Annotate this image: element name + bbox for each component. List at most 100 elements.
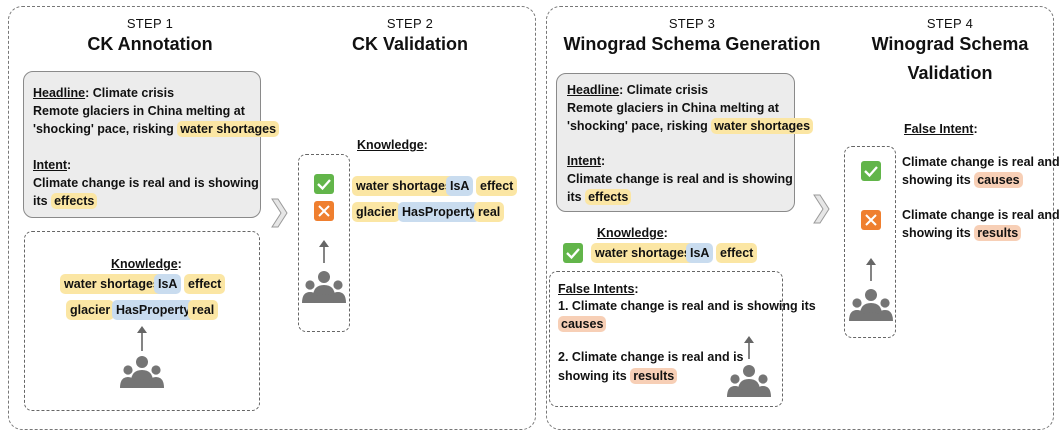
step3-intent-colon: : <box>601 154 606 168</box>
step2-label: STEP 2 <box>386 16 434 31</box>
highlight-water-shortages: water shortages <box>177 121 280 137</box>
headline-line1: Headline: Climate crisis <box>33 84 174 102</box>
step3-highlight-effects: effects <box>585 189 632 205</box>
step2-triple2-rel: HasProperty <box>398 202 481 222</box>
false-intent-2-text: showing its <box>558 369 631 383</box>
up-arrow-icon <box>319 240 329 263</box>
highlight-effects: effects <box>51 193 98 209</box>
step3-headline-topic: : Climate crisis <box>619 83 709 97</box>
step1-knowledge-label: Knowledge <box>111 257 178 271</box>
step3-headline-line1: Headline: Climate crisis <box>567 81 708 99</box>
step1-triple2-tail: real <box>188 300 219 320</box>
false-intents-label-line: False Intents: <box>558 280 639 298</box>
step1-triple1-rel: IsA <box>154 274 182 294</box>
step3-knowledge-label-line: Knowledge: <box>597 224 668 242</box>
check-icon <box>314 174 334 194</box>
intent-line2: its effects <box>33 192 98 210</box>
chevron-right-icon <box>271 198 288 228</box>
intent-label: Intent <box>33 158 68 172</box>
up-arrow-icon <box>744 336 754 359</box>
step3-label: STEP 3 <box>668 16 716 31</box>
step4-option-b-text: showing its <box>902 226 975 240</box>
step4-option-a-text: showing its <box>902 173 975 187</box>
headline-topic: : Climate crisis <box>85 86 175 100</box>
step3-intent-line1: Climate change is real and is showing <box>567 172 793 186</box>
step3-title: Winograd Schema Generation <box>563 34 821 54</box>
intent-line1: Climate change is real and is showing <box>33 176 259 190</box>
step2-title: CK Validation <box>351 34 468 54</box>
step4-option-a-line2: showing its causes <box>902 171 1023 189</box>
intent-line2-text: its <box>33 194 52 208</box>
right-panel <box>546 6 1054 430</box>
headline-line3-text: 'shocking' pace, risking <box>33 122 178 136</box>
people-icon <box>849 289 893 321</box>
step4-false-intent-label: False Intent <box>904 122 974 136</box>
step2-triple2-tail: real <box>474 202 505 222</box>
step4-title-line2: Validation <box>907 63 993 83</box>
step3-intent-line2: its effects <box>567 188 632 206</box>
step1-triple2-head: glacier <box>66 300 115 320</box>
step3-triple-tail: effect <box>716 243 758 263</box>
left-panel <box>8 6 536 430</box>
highlight-results: results <box>630 368 678 384</box>
up-arrow-icon <box>137 326 147 351</box>
step4-highlight-causes: causes <box>974 172 1023 188</box>
step1-label: STEP 1 <box>126 16 174 31</box>
step2-knowledge-label-line: Knowledge: <box>357 136 428 154</box>
step2-triple2-head: glacier <box>352 202 401 222</box>
up-arrow-icon <box>866 258 876 281</box>
step4-label: STEP 4 <box>926 16 974 31</box>
step1-triple1-tail: effect <box>184 274 226 294</box>
highlight-causes: causes <box>558 316 607 332</box>
step1-triple2-rel: HasProperty <box>112 300 195 320</box>
step2-triple1-head: water shortages <box>352 176 456 196</box>
false-intent-2-line2: showing its results <box>558 367 678 385</box>
people-icon <box>302 271 346 303</box>
step4-validator-box <box>844 146 896 338</box>
step3-triple-rel: IsA <box>686 243 714 263</box>
step3-headline-label: Headline <box>567 83 620 97</box>
step3-knowledge-label: Knowledge <box>597 226 664 240</box>
step4-option-a-line1: Climate change is real and is <box>902 155 1060 169</box>
headline-line3: 'shocking' pace, risking water shortages <box>33 120 280 138</box>
intent-colon: : <box>67 158 72 172</box>
check-icon <box>563 243 583 263</box>
step1-knowledge-box <box>24 231 260 411</box>
step4-highlight-results: results <box>974 225 1022 241</box>
step2-triple1-rel: IsA <box>446 176 474 196</box>
false-intents-box <box>549 271 783 407</box>
step2-triple1-tail: effect <box>476 176 518 196</box>
step3-intent-label: Intent <box>567 154 602 168</box>
step2-validator-box <box>298 154 350 332</box>
intent-label-line: Intent: <box>33 156 71 174</box>
step4-option-b-line2: showing its results <box>902 224 1022 242</box>
step1-knowledge-label-line: Knowledge: <box>111 255 182 273</box>
check-icon <box>861 161 881 181</box>
step3-intent-label-line: Intent: <box>567 152 605 170</box>
step1-title: CK Annotation <box>87 34 213 54</box>
step3-headline-line3-text: 'shocking' pace, risking <box>567 119 712 133</box>
step1-triple1-head: water shortages <box>60 274 164 294</box>
step3-highlight-water-shortages: water shortages <box>711 118 814 134</box>
step3-triple-head: water shortages <box>591 243 695 263</box>
step2-knowledge-colon: : <box>423 138 428 152</box>
false-intents-label: False Intents <box>558 282 635 296</box>
headline-label: Headline <box>33 86 86 100</box>
people-icon <box>727 365 771 397</box>
false-intent-2-line1: 2. Climate change is real and is <box>558 350 744 364</box>
headline-line2: Remote glaciers in China melting at <box>33 104 245 118</box>
step3-knowledge-colon: : <box>663 226 668 240</box>
step1-knowledge-colon: : <box>177 257 182 271</box>
step3-headline-line2: Remote glaciers in China melting at <box>567 101 779 115</box>
cross-icon <box>861 210 881 230</box>
step4-false-intent-colon: : <box>973 122 978 136</box>
step3-intent-line2-text: its <box>567 190 586 204</box>
step2-knowledge-label: Knowledge <box>357 138 424 152</box>
false-intent-1-line2: causes <box>558 315 607 333</box>
step3-headline-line3: 'shocking' pace, risking water shortages <box>567 117 814 135</box>
false-intents-colon: : <box>634 282 639 296</box>
cross-icon <box>314 201 334 221</box>
step4-title: Winograd Schema <box>871 34 1029 54</box>
people-icon <box>120 356 164 388</box>
chevron-right-icon <box>813 194 830 224</box>
